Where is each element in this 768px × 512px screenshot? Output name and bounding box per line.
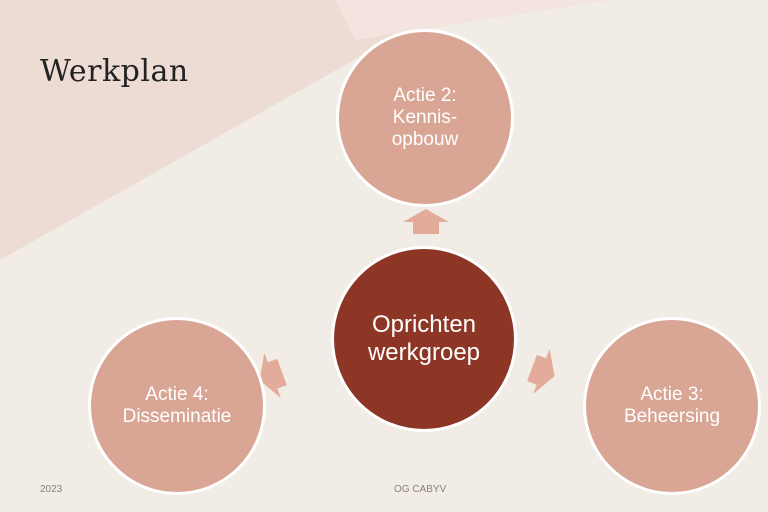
arrow-up-icon	[403, 209, 449, 234]
slide-title: Werkplan	[40, 54, 189, 89]
footer-center: OG CABYV	[394, 484, 447, 495]
footer-year: 2023	[40, 484, 63, 495]
node-actie-3-label: Actie 3: Beheersing	[623, 384, 721, 427]
arrow-left-icon	[259, 352, 287, 398]
node-actie-4-label: Actie 4: Disseminatie	[122, 384, 232, 427]
node-center: Oprichten werkgroep	[331, 246, 517, 432]
node-center-label: Oprichten werkgroep	[367, 311, 481, 366]
node-actie-3: Actie 3: Beheersing	[583, 317, 761, 495]
decor-band-top	[335, 0, 610, 40]
node-actie-4: Actie 4: Disseminatie	[88, 317, 266, 495]
node-actie-2: Actie 2: Kennis- opbouw	[336, 29, 514, 207]
decor-band-left	[0, 0, 460, 260]
arrow-right-icon	[527, 348, 555, 394]
node-actie-2-label: Actie 2: Kennis- opbouw	[391, 85, 459, 150]
